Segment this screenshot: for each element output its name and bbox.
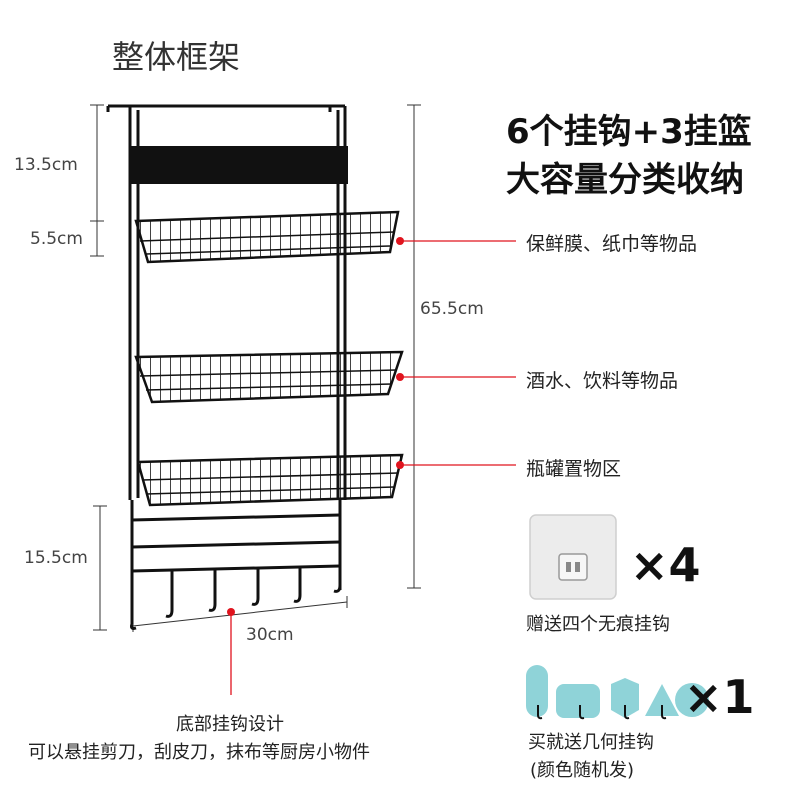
bottom-note-title: 底部挂钩设计 (176, 714, 284, 735)
headline-line-2: 大容量分类收纳 (506, 160, 744, 200)
callout-basket-2: 酒水、饮料等物品 (526, 370, 679, 392)
basket-3 (136, 453, 404, 507)
basket-height-label: 5.5cm (30, 229, 83, 249)
bottom-note-detail: 可以悬挂剪刀，刮皮刀，抹布等厨房小物件 (28, 742, 370, 763)
geometric-hooks-icon (526, 665, 709, 718)
headline-line-1: 6个挂钩+3挂篮 (506, 112, 752, 152)
callout-basket-1: 保鲜膜、纸巾等物品 (526, 233, 698, 255)
width-label: 30cm (246, 625, 294, 645)
hook-section (130, 500, 342, 630)
geometric-hook-count: ×1 (684, 670, 755, 724)
callout-lines (230, 240, 516, 695)
callout-basket-3: 瓶罐置物区 (526, 458, 622, 480)
top-panel (129, 146, 348, 184)
top-height-label: 13.5cm (14, 155, 78, 175)
basket-1 (134, 210, 400, 264)
callout-dots (227, 237, 404, 616)
adhesive-hook-count: ×4 (630, 538, 701, 592)
geometric-hook-caption: 买就送几何挂钩 (528, 732, 654, 753)
geometric-hook-color-note: (颜色随机发) (530, 760, 635, 781)
dimension-lines (90, 104, 421, 632)
adhesive-hook-icon (529, 514, 617, 600)
adhesive-hook-caption: 赠送四个无痕挂钩 (526, 614, 670, 635)
total-height-label: 65.5cm (420, 299, 484, 319)
basket-2 (134, 350, 404, 404)
page-title: 整体框架 (112, 38, 241, 76)
hook-section-height-label: 15.5cm (24, 548, 88, 568)
